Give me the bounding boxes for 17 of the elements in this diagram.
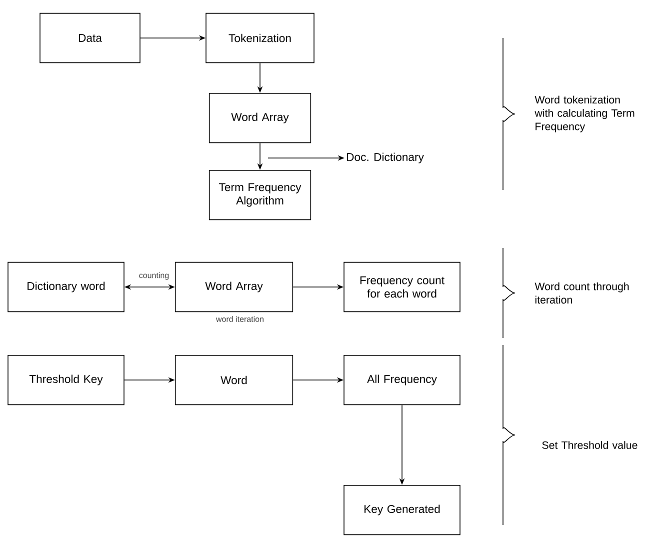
beside-note: word iteration <box>216 316 264 322</box>
process-box: Tokenization <box>206 12 314 64</box>
process-box: Word Array <box>208 92 312 144</box>
process-box: Word <box>174 354 294 406</box>
process-box: Threshold Key <box>8 354 124 406</box>
edge-label: counting <box>138 270 170 282</box>
bracket-note: Set Threshold value <box>542 441 638 449</box>
bracket-note: Word count through iteration <box>534 282 629 304</box>
process-box: Term Frequency Algorithm <box>208 170 312 220</box>
process-box: All Frequency <box>344 354 460 406</box>
process-box: Key Generated <box>344 484 460 536</box>
bracket-note: Word tokenization with calculating Term Frequency <box>534 96 634 132</box>
output-label: Doc. Dictionary <box>346 152 424 164</box>
process-box: Word Array <box>174 262 294 312</box>
process-box: Data <box>40 12 140 64</box>
process-box: Dictionary word <box>8 262 124 312</box>
process-box: Frequency count for each word <box>344 262 460 312</box>
